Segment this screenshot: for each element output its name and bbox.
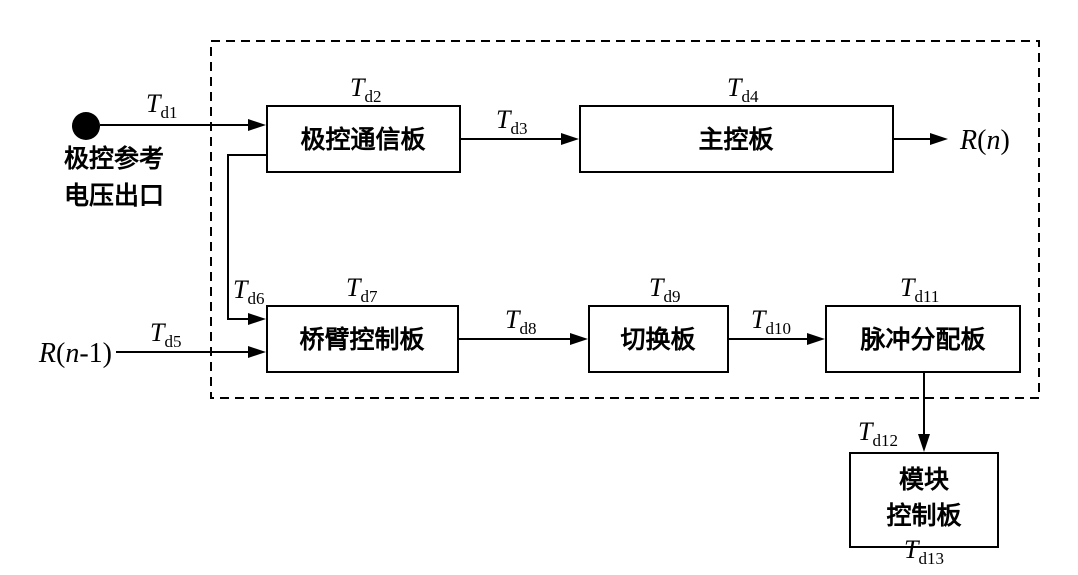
block-pole-comm-board [266,105,461,173]
block-switch-board [588,305,729,373]
arrowhead-output [930,133,948,145]
block-pole-comm-label: 极控通信板 [300,125,425,154]
block-module-control-board [849,452,999,548]
delay-label-d5: Td5 [150,318,181,351]
delay-label-d9: Td9 [649,273,680,306]
block-switch-label: 切换板 [620,325,695,354]
delay-label-d8: Td8 [505,305,536,338]
source-label-line2: 电压出口 [64,181,164,210]
block-pulse-dist-label: 脉冲分配板 [859,325,985,354]
delay-label-d10: Td10 [751,305,791,338]
block-pulse-dist-board [825,305,1021,373]
delay-label-d7: Td7 [346,273,378,306]
arrowhead-pulse [807,333,825,345]
arrowhead-main [561,133,579,145]
delay-label-d13: Td13 [904,535,944,568]
wire-pole-comm-to-bridge [227,154,266,320]
block-bridge-arm-label: 桥臂控制板 [299,325,424,354]
block-module-label-line1: 模块 [899,465,949,494]
output-label: R(n) [959,125,1010,156]
delay-label-d1: Td1 [146,89,177,122]
delay-label-d12: Td12 [858,417,898,450]
arrowhead-switch [570,333,588,345]
source-label-line1: 极控参考 [64,144,164,173]
arrowhead-module [918,434,930,452]
arrowhead-bridge-top [248,313,266,325]
arrowhead-bridge-input [248,346,266,358]
delay-label-d2: Td2 [350,73,381,106]
input-label: R(n-1) [38,338,112,369]
arrowhead-pole-comm [248,119,266,131]
delay-label-d3: Td3 [496,105,527,138]
delay-label-d11: Td11 [900,273,939,306]
block-main-control-label: 主控板 [698,125,773,154]
delay-label-d6: Td6 [233,275,264,308]
block-main-control-board [579,105,894,173]
source-node [72,112,100,140]
delay-label-d4: Td4 [727,73,759,106]
block-bridge-arm-board [266,305,459,373]
block-module-label-line2: 控制板 [886,501,961,530]
dashed-boundary [210,40,1040,399]
